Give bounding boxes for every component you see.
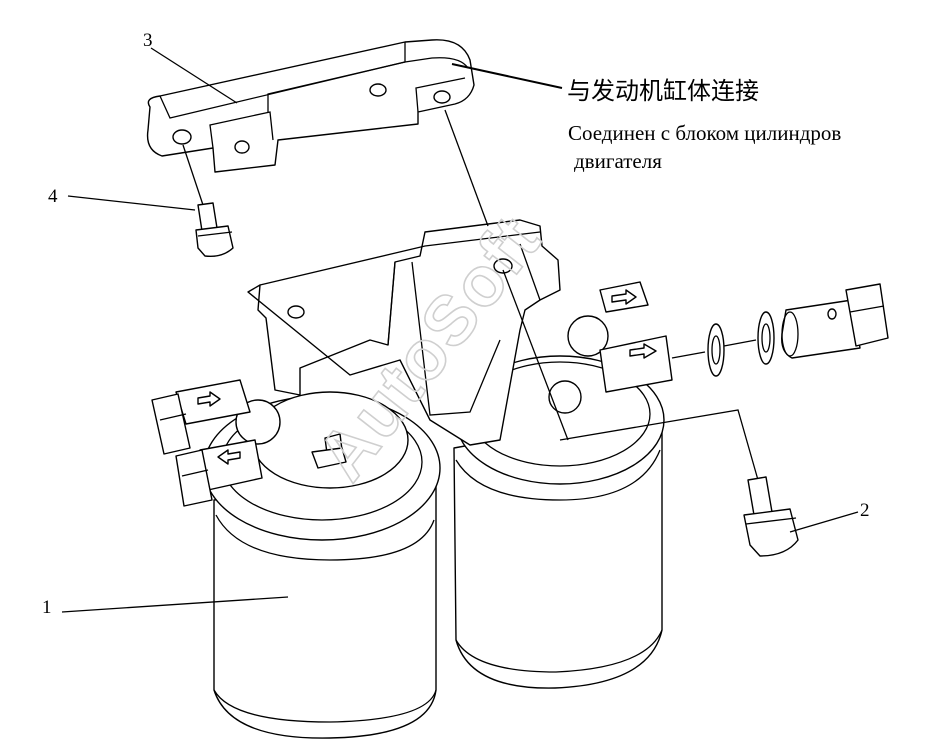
leader-lines: [61, 47, 859, 613]
bolt-2: [559, 409, 799, 557]
alignment-lines: [444, 109, 569, 441]
annotation-russian-line2: двигателя: [574, 149, 662, 173]
banjo-fitting: [671, 283, 889, 377]
annotation-russian-line1: Соединен с блоком цилиндров: [568, 121, 841, 145]
callout-1-label: 1: [42, 597, 52, 618]
bolt-4: [182, 144, 234, 258]
callout-3-label: 3: [143, 30, 153, 51]
mounting-bracket: [146, 39, 475, 173]
filter-head: [151, 219, 673, 507]
callout-4-label: 4: [48, 186, 58, 207]
annotation-chinese: 与发动机缸体连接: [567, 77, 759, 105]
callout-2-label: 2: [860, 500, 870, 521]
